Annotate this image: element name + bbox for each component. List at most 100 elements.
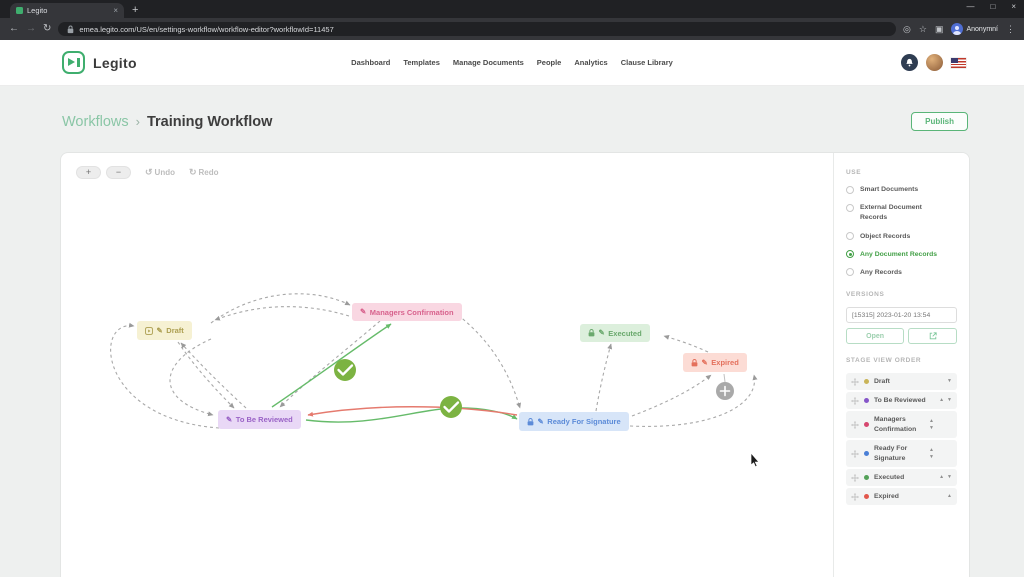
edit-pencil-icon[interactable]: ✎ bbox=[156, 325, 163, 335]
reload-icon[interactable]: ↻ bbox=[43, 23, 52, 34]
browser-tab[interactable]: Legito × bbox=[10, 3, 124, 18]
open-version-button[interactable]: Open bbox=[846, 328, 905, 345]
move-up-icon[interactable]: ▲ bbox=[939, 397, 945, 404]
nav-dashboard[interactable]: Dashboard bbox=[351, 58, 391, 67]
legito-brand[interactable]: Legito bbox=[62, 51, 137, 74]
edit-pencil-icon[interactable]: ✎ bbox=[537, 416, 544, 426]
browser-profile[interactable]: Anonymní bbox=[951, 23, 998, 35]
stage-order-label: To Be Reviewed bbox=[874, 397, 926, 405]
page-bar: Workflows › Training Workflow Publish bbox=[62, 112, 968, 131]
move-down-icon[interactable]: ▼ bbox=[929, 453, 934, 460]
stage-node-draft[interactable]: ✎ Draft bbox=[137, 321, 192, 340]
tab-close-icon[interactable]: × bbox=[113, 6, 118, 15]
add-transition-button[interactable] bbox=[716, 373, 734, 400]
drag-handle-icon[interactable] bbox=[851, 492, 859, 501]
nav-analytics[interactable]: Analytics bbox=[574, 58, 608, 67]
edit-pencil-icon[interactable]: ✎ bbox=[701, 357, 708, 367]
nav-people[interactable]: People bbox=[536, 58, 562, 67]
stage-order-title: STAGE VIEW ORDER bbox=[846, 357, 922, 365]
user-avatar[interactable] bbox=[926, 54, 943, 71]
stage-order-row-draft[interactable]: Draft ▼ bbox=[846, 373, 957, 391]
move-down-icon[interactable]: ▼ bbox=[947, 474, 952, 481]
stage-order-row-ready-for-signature[interactable]: Ready For Signature ▲▼ bbox=[846, 440, 957, 468]
forward-icon[interactable]: → bbox=[26, 23, 36, 34]
stage-order-row-to-be-reviewed[interactable]: To Be Reviewed ▲▼ bbox=[846, 392, 957, 410]
side-panel-icon[interactable]: ▣ bbox=[934, 23, 944, 34]
use-option-any-document-records[interactable]: Any Document Records bbox=[846, 250, 957, 260]
stage-node-executed[interactable]: ✎ Executed bbox=[580, 324, 650, 342]
nav-clause-library[interactable]: Clause Library bbox=[620, 58, 673, 67]
profile-name: Anonymní bbox=[966, 25, 998, 33]
drag-handle-icon[interactable] bbox=[851, 396, 859, 405]
versions-section: VERSIONS [15315] 2023-01-20 13:54 Open bbox=[846, 291, 957, 345]
version-select[interactable]: [15315] 2023-01-20 13:54 bbox=[846, 307, 957, 324]
back-icon[interactable]: ← bbox=[9, 23, 19, 34]
use-option-object-records[interactable]: Object Records bbox=[846, 232, 957, 242]
breadcrumb-workflows[interactable]: Workflows bbox=[62, 113, 129, 130]
transition-check-toggle-1[interactable] bbox=[334, 359, 356, 381]
bookmark-star-icon[interactable]: ☆ bbox=[918, 23, 927, 34]
open-in-new-tab-button[interactable] bbox=[908, 328, 957, 345]
use-option-any-records[interactable]: Any Records bbox=[846, 268, 957, 278]
option-label: Smart Documents bbox=[860, 186, 919, 193]
page-title: Training Workflow bbox=[146, 113, 273, 130]
page-action-icon[interactable]: ◎ bbox=[903, 23, 911, 34]
stage-order-label: Expired bbox=[874, 493, 899, 501]
workflow-edges bbox=[110, 293, 760, 468]
notifications-button[interactable] bbox=[901, 54, 918, 71]
edit-pencil-icon[interactable]: ✎ bbox=[360, 307, 367, 317]
move-up-icon[interactable]: ▲ bbox=[929, 446, 934, 453]
drag-handle-icon[interactable] bbox=[851, 473, 859, 482]
browser-menu-icon[interactable]: ⋮ bbox=[1006, 23, 1015, 34]
undo-button[interactable]: ↺ Undo bbox=[145, 167, 175, 178]
move-down-icon[interactable]: ▼ bbox=[947, 378, 952, 385]
stage-node-label: Managers Confirmation bbox=[369, 307, 454, 317]
drag-handle-icon[interactable] bbox=[851, 420, 859, 429]
drag-handle-icon[interactable] bbox=[851, 449, 859, 458]
drag-handle-icon[interactable] bbox=[851, 377, 859, 386]
transition-check-toggle-2[interactable] bbox=[440, 396, 462, 418]
zoom-out-button[interactable]: − bbox=[106, 166, 131, 179]
dashed-transition-edges bbox=[110, 293, 758, 429]
reorder-arrows: ▲▼ bbox=[929, 446, 934, 460]
reorder-arrows: ▲▼ bbox=[939, 475, 952, 480]
minimize-icon[interactable]: — bbox=[966, 2, 975, 11]
edit-pencil-icon[interactable]: ✎ bbox=[226, 414, 233, 424]
legito-logo-icon bbox=[62, 51, 85, 74]
stage-node-ready-for-signature[interactable]: ✎ Ready For Signature bbox=[519, 412, 629, 431]
use-option-external-document-records[interactable]: External Document Records bbox=[846, 203, 957, 223]
nav-templates[interactable]: Templates bbox=[403, 58, 440, 67]
radio-icon bbox=[846, 232, 854, 241]
stage-order-row-expired[interactable]: Expired ▲ bbox=[846, 488, 957, 506]
option-label: Object Records bbox=[860, 232, 911, 240]
publish-button[interactable]: Publish bbox=[911, 112, 968, 131]
close-icon[interactable]: × bbox=[1011, 2, 1016, 11]
stage-node-to-be-reviewed[interactable]: ✎ To Be Reviewed bbox=[218, 410, 301, 429]
workflow-canvas[interactable]: + − ↺ Undo ↻ Redo bbox=[61, 153, 833, 577]
maximize-icon[interactable]: □ bbox=[990, 2, 996, 11]
lock-icon bbox=[588, 329, 595, 337]
stage-color-dot bbox=[864, 475, 869, 481]
radio-selected-icon bbox=[846, 250, 854, 259]
move-up-icon[interactable]: ▲ bbox=[947, 493, 952, 500]
redo-button[interactable]: ↻ Redo bbox=[189, 167, 219, 178]
move-up-icon[interactable]: ▲ bbox=[929, 417, 934, 424]
window-controls: — □ × bbox=[958, 0, 1024, 13]
language-flag-us-icon[interactable] bbox=[951, 57, 966, 68]
move-up-icon[interactable]: ▲ bbox=[939, 474, 945, 481]
edit-pencil-icon[interactable]: ✎ bbox=[598, 328, 605, 338]
move-down-icon[interactable]: ▼ bbox=[947, 397, 952, 404]
stage-node-expired[interactable]: ✎ Expired bbox=[683, 353, 747, 372]
use-option-smart-documents[interactable]: Smart Documents bbox=[846, 185, 957, 195]
stage-order-row-managers-confirmation[interactable]: Managers Confirmation ▲▼ bbox=[846, 411, 957, 439]
stage-node-managers-confirmation[interactable]: ✎ Managers Confirmation bbox=[352, 303, 462, 321]
url-bar[interactable]: emea.legito.com/US/en/settings-workflow/… bbox=[58, 22, 897, 36]
move-down-icon[interactable]: ▼ bbox=[929, 424, 934, 431]
stage-node-label: Ready For Signature bbox=[547, 417, 621, 426]
zoom-in-button[interactable]: + bbox=[76, 166, 101, 179]
new-tab-button[interactable]: + bbox=[132, 4, 139, 16]
nav-manage-documents[interactable]: Manage Documents bbox=[452, 58, 524, 67]
reorder-arrows: ▼ bbox=[947, 379, 952, 384]
stage-order-row-executed[interactable]: Executed ▲▼ bbox=[846, 469, 957, 487]
